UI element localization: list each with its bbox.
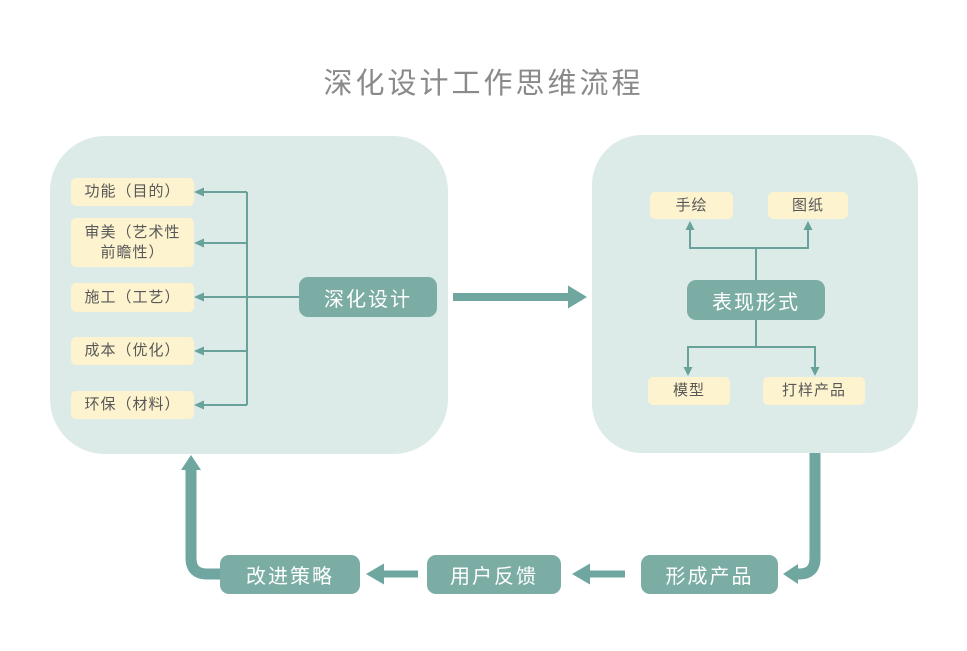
node-drawings: 图纸 [768,192,848,219]
mid-flow-arrow [453,285,587,309]
page-title: 深化设计工作思维流程 [323,66,644,100]
node-eco-materials: 环保（材料） [71,391,194,419]
bottom-flow-arrows [366,563,625,585]
node-cost-optimization: 成本（优化） [71,337,194,365]
feedback-loop-arrows [181,453,821,584]
node-improve-strategy: 改进策略 [220,555,360,594]
right-branch-arrowheads [683,221,820,376]
left-branch-lines [202,191,299,406]
node-form-product: 形成产品 [641,555,778,594]
hub-deepen-design: 深化设计 [299,277,437,317]
right-branch-lines [687,228,816,368]
node-aesthetics-artistry: 审美（艺术性 前瞻性） [71,218,194,267]
hub-expression-form: 表现形式 [687,280,825,320]
node-sample-product: 打样产品 [763,377,865,405]
node-construction-craft: 施工（工艺） [71,283,194,312]
node-user-feedback: 用户反馈 [427,555,561,594]
node-function-purpose: 功能（目的） [71,178,194,206]
node-model: 模型 [648,377,730,405]
node-hand-drawing: 手绘 [650,192,733,219]
left-branch-arrowheads [194,187,204,410]
